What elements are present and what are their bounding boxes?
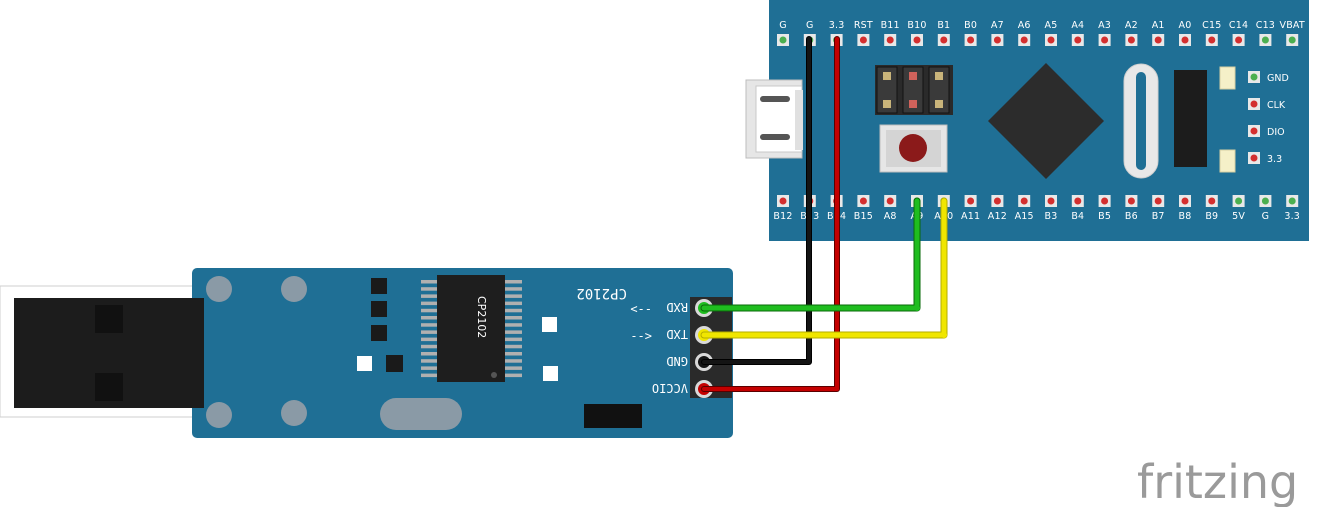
bottom-pin-label: 5V [1232,211,1245,222]
top-pin-label: C15 [1202,20,1221,31]
mount-hole [281,400,307,426]
top-pin-label: A4 [1071,20,1084,31]
bottom-pin-label: B4 [1071,211,1084,222]
top-pin-label: C13 [1256,20,1275,31]
top-pin-label: A5 [1045,20,1058,31]
top-pin-label: A0 [1179,20,1192,31]
mount-hole [281,276,307,302]
bottom-pin-label: B15 [854,211,873,222]
chip-legs [421,280,522,378]
bottom-pin-label: B5 [1098,211,1111,222]
bottom-pin-label: G [1262,211,1270,222]
bottom-pin-label: A8 [884,211,897,222]
stm32-board: G G 3.3 RST B11 B10 B1 B0 A7 A6 A5 A4 A3 A2 A1 A0 C15 C14… [745,0,1309,241]
swd-label: GND [1267,73,1289,84]
top-pin-label: A1 [1152,20,1165,31]
wires [700,36,948,392]
mount-hole [206,402,232,428]
swd-header: GND CLK DIO 3.3 [1248,71,1289,165]
top-pin-label: A6 [1018,20,1031,31]
cp2102-module: CP2102 CP2102 RXD <-- TXD --> GND VCCIO [0,268,733,438]
top-pin-label: B0 [964,20,977,31]
bottom-pin-label: B12 [773,211,792,222]
top-pin-label: C14 [1229,20,1248,31]
bottom-pin-label: B9 [1205,211,1218,222]
cp2102-pin-label: TXD [666,327,688,341]
bottom-pin-label: A15 [1015,211,1034,222]
cp2102-pin-arrow: --> [630,329,652,343]
swd-label: CLK [1267,100,1286,111]
swd-label: DIO [1267,127,1285,138]
bottom-pin-label: B8 [1179,211,1192,222]
led-bottom [1219,149,1236,173]
top-pin-label: B1 [937,20,950,31]
top-pin-label: A2 [1125,20,1138,31]
cp2102-pin-arrow: <-- [630,302,652,316]
top-pin-label: VBAT [1280,20,1305,31]
bottom-pin-label: A11 [961,211,980,222]
voltage-regulator [1174,70,1207,167]
mcu-chip [988,63,1104,179]
bottom-pin-label: A12 [988,211,1007,222]
top-pin-label: B10 [907,20,926,31]
bottom-pin-label: B6 [1125,211,1138,222]
cp2102-pin-label: GND [666,354,688,368]
cp2102-pin-label: VCCIO [652,381,688,395]
top-pin-labels: G G 3.3 RST B11 B10 B1 B0 A7 A6 A5 A4 A3 A2 A1 A0 C15 C14… [779,20,1305,31]
oval-pad [380,398,462,430]
top-pin-label: RST [854,20,873,31]
micro-usb-connector [745,79,803,159]
bottom-pin-label: 3.3 [1284,211,1300,222]
top-pin-label: G [779,20,787,31]
chip-label: CP2102 [475,296,488,338]
top-pin-label: A3 [1098,20,1111,31]
top-pin-label: B11 [881,20,900,31]
mount-hole [206,276,232,302]
top-pin-label: A7 [991,20,1004,31]
reset-button [879,124,948,173]
bottom-pin-label: B7 [1152,211,1165,222]
bottom-pin-label: B3 [1045,211,1058,222]
top-pin-label: 3.3 [829,20,845,31]
module-title: CP2102 [576,285,627,301]
cp2102-chip [437,275,505,382]
top-pin-label: G [806,20,814,31]
crystal [1123,63,1159,179]
fritzing-watermark: fritzing [1137,455,1298,507]
cp2102-pin-label: RXD [666,300,688,314]
boot-jumpers [875,65,953,115]
led-top [1219,66,1236,90]
swd-label: 3.3 [1267,154,1282,165]
